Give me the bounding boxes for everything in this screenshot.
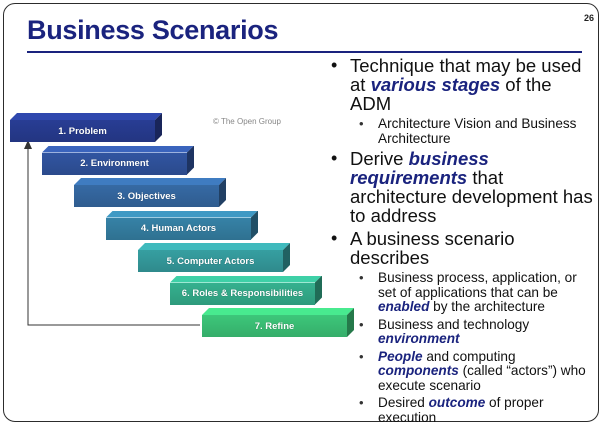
bullet-dot-icon: • <box>331 55 338 75</box>
text-run: and computing <box>422 348 516 364</box>
bullet-item: • A business scenario describes <box>328 228 596 268</box>
emphasized-text: People <box>378 348 423 364</box>
step-box: 5. Computer Actors <box>138 250 283 272</box>
sub-bullet-item: • Business and technology environment <box>328 316 596 347</box>
text-run: (called “actors”) who execute scenario <box>378 363 586 393</box>
step-top-face <box>138 243 290 250</box>
step-label: 7. Refine <box>202 315 347 337</box>
bullet-item: • Technique that may be used at various s… <box>328 55 596 114</box>
step-side-face <box>219 178 226 207</box>
text-run: of proper execution <box>378 395 544 425</box>
step-box: 1. Problem <box>10 120 155 142</box>
step-box: 6. Roles & Responsibilities <box>170 283 315 305</box>
step-top-face <box>42 146 194 153</box>
emphasized-text: components <box>378 363 459 378</box>
sub-bullet-dot-icon: • <box>359 316 364 332</box>
step-box: 7. Refine <box>202 315 347 337</box>
text-run: Technique that may be used at <box>350 55 582 95</box>
sub-bullet-item: • Architecture Vision and Business Archit… <box>328 116 596 146</box>
sub-bullet-item: • Desired outcome of proper execution <box>328 395 596 425</box>
slide-number: 26 <box>583 13 594 23</box>
scenario-steps-diagram: 1. Problem 2. Environment 3. Objectives 4. … <box>10 0 330 337</box>
emphasized-text: business requirements <box>350 148 489 188</box>
step-side-face <box>251 211 258 240</box>
step-label: 2. Environment <box>42 152 187 175</box>
text-run: by the architecture <box>429 299 545 314</box>
step-label: 4. Human Actors <box>106 217 251 240</box>
step-label: 5. Computer Actors <box>138 250 283 272</box>
step-box: 3. Objectives <box>74 185 219 207</box>
bullet-list: • Technique that may be used at various s… <box>328 56 596 428</box>
emphasized-text: outcome <box>428 395 486 410</box>
step-box: 4. Human Actors <box>106 218 251 240</box>
text-run: that architecture development has to add… <box>350 167 593 226</box>
text-run: Architecture Vision and Business Archite… <box>378 116 577 146</box>
step-top-face <box>10 113 162 120</box>
emphasized-text: environment <box>378 331 460 346</box>
emphasized-text: various stages <box>370 74 501 95</box>
sub-bullet-item: • Business process, application, or set o… <box>328 270 596 315</box>
step-top-face <box>106 211 258 218</box>
step-side-face <box>187 146 194 175</box>
step-side-face <box>347 308 354 337</box>
bullet-dot-icon: • <box>331 148 338 168</box>
sub-bullet-item: • People and computing components (called… <box>328 348 596 394</box>
text-run: of the ADM <box>350 74 552 114</box>
step-label: 6. Roles & Responsibilities <box>170 282 315 305</box>
text-run: A business scenario describes <box>350 228 515 268</box>
text-run: Business and technology <box>378 316 530 332</box>
text-run: Derive <box>350 148 409 169</box>
copyright-note: © The Open Group <box>213 117 282 126</box>
step-side-face <box>155 113 162 142</box>
step-side-face <box>315 276 322 305</box>
sub-bullet-dot-icon: • <box>359 116 364 131</box>
slide-title: Business Scenarios <box>27 15 279 45</box>
emphasized-text: enabled <box>378 299 430 314</box>
step-box: 2. Environment <box>42 153 187 175</box>
feedback-arrow <box>24 140 200 326</box>
title-divider <box>27 51 582 53</box>
sub-bullet-dot-icon: • <box>359 270 364 285</box>
sub-bullet-dot-icon: • <box>359 395 364 410</box>
step-label: 1. Problem <box>10 120 155 142</box>
sub-bullet-dot-icon: • <box>359 348 364 364</box>
bullet-dot-icon: • <box>331 228 338 248</box>
text-run: Business process, application, or set of… <box>378 270 577 300</box>
step-label: 3. Objectives <box>74 185 219 207</box>
bullet-item: • Derive business requirements that archi… <box>328 148 596 226</box>
step-top-face <box>74 178 226 185</box>
step-top-face <box>202 308 354 315</box>
step-top-face <box>170 276 322 283</box>
slide-frame <box>3 3 599 422</box>
text-run: Desired <box>378 395 429 410</box>
step-side-face <box>283 243 290 272</box>
